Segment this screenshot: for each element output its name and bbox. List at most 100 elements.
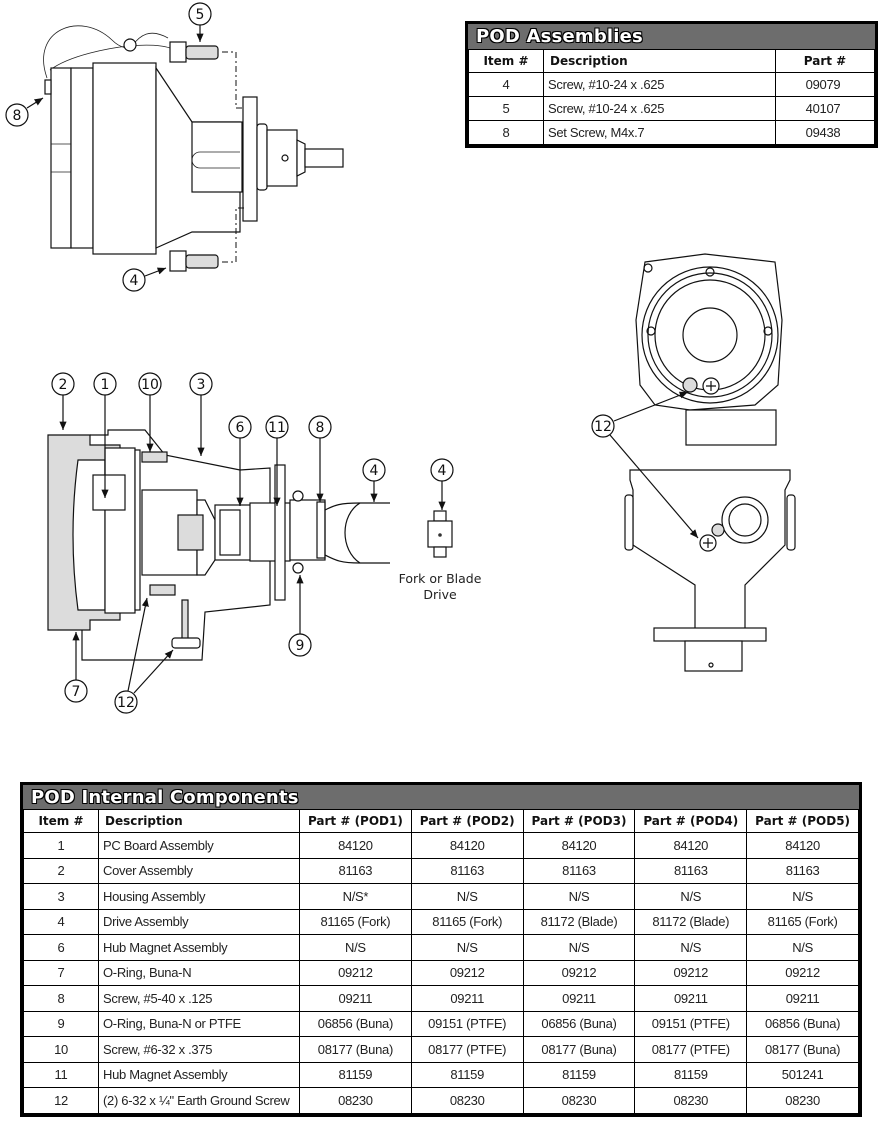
cell-pod4: 09211	[634, 985, 748, 1012]
callout-5: 5	[188, 2, 212, 26]
cell-item: 4	[468, 72, 544, 97]
cell-pod2: 81165 (Fork)	[410, 908, 524, 935]
cell-description: Screw, #5-40 x .125	[98, 985, 300, 1012]
screw-4	[169, 250, 219, 272]
cell-item: 1	[23, 832, 99, 859]
svg-text:8: 8	[13, 108, 22, 124]
callout-4-blade: 4	[430, 458, 454, 482]
cell-pod5: 501241	[746, 1061, 859, 1088]
cell-description: Housing Assembly	[98, 883, 300, 910]
cell-pod4: 09151 (PTFE)	[634, 1010, 748, 1037]
svg-text:2: 2	[59, 377, 68, 393]
cell-pod4: 81159	[634, 1061, 748, 1088]
callout-4-fork: 4	[362, 458, 386, 482]
header-pod4: Part # (POD4)	[634, 809, 748, 833]
svg-text:8: 8	[316, 420, 325, 436]
exterior-side-view-drawing: 5 8 4	[5, 2, 344, 292]
cell-item: 12	[23, 1087, 99, 1114]
cell-pod4: 81163	[634, 857, 748, 884]
cell-pod3: N/S	[522, 883, 636, 910]
callout-8: 8	[5, 103, 29, 127]
cell-description: Screw, #10-24 x .625	[543, 72, 776, 97]
cell-pod2: 09211	[410, 985, 524, 1012]
cell-pod2: 81163	[410, 857, 524, 884]
table-title: POD Assemblies	[468, 24, 875, 49]
cell-pod1: 08177 (Buna)	[299, 1036, 412, 1063]
cell-pod2: 08230	[410, 1087, 524, 1114]
cell-description: Hub Magnet Assembly	[98, 1061, 300, 1088]
cell-part: 09079	[775, 72, 875, 97]
cell-pod5: 81163	[746, 857, 859, 884]
cell-pod1: 09212	[299, 959, 412, 986]
cell-item: 3	[23, 883, 99, 910]
cell-pod1: 08230	[299, 1087, 412, 1114]
cell-pod3: 09212	[522, 959, 636, 986]
cell-description: (2) 6-32 x ¼" Earth Ground Screw	[98, 1087, 300, 1114]
drive-caption-line1: Fork or Blade	[399, 571, 482, 586]
cell-pod2: 81159	[410, 1061, 524, 1088]
cell-pod2: 08177 (PTFE)	[410, 1036, 524, 1063]
cell-item: 4	[23, 908, 99, 935]
table-title: POD Internal Components	[23, 785, 859, 809]
header-pod3: Part # (POD3)	[522, 809, 636, 833]
svg-text:7: 7	[72, 684, 81, 700]
cell-pod2: N/S	[410, 934, 524, 961]
table-header-row: Item # Description Part # (POD1) Part # …	[23, 809, 859, 833]
cell-pod5: 09212	[746, 959, 859, 986]
callout-9: 9	[288, 633, 312, 657]
cell-description: Screw, #10-24 x .625	[543, 96, 776, 121]
cell-pod1: 81159	[299, 1061, 412, 1088]
table-row: 8 Set Screw, M4x.7 09438	[468, 120, 875, 145]
cell-pod3: 08230	[522, 1087, 636, 1114]
screw-5	[169, 41, 219, 63]
callout-12: 12	[114, 690, 138, 714]
table-row: 4 Screw, #10-24 x .625 09079	[468, 72, 875, 97]
cell-pod4: 09212	[634, 959, 748, 986]
cell-pod1: 81163	[299, 857, 412, 884]
cell-pod2: 09151 (PTFE)	[410, 1010, 524, 1037]
cell-pod3: 06856 (Buna)	[522, 1010, 636, 1037]
cell-pod5: 08230	[746, 1087, 859, 1114]
cell-pod4: 08230	[634, 1087, 748, 1114]
pod-assemblies-table: POD Assemblies Item # Description Part #…	[465, 21, 878, 148]
cell-pod1: 84120	[299, 832, 412, 859]
drive-caption-line2: Drive	[423, 587, 457, 602]
cutaway-view-drawing: Fork or Blade Drive 2 1 10 3 6 11 8 4 4 …	[47, 372, 482, 714]
cell-description: Drive Assembly	[98, 908, 300, 935]
callout-10: 10	[138, 372, 162, 396]
cell-pod3: 84120	[522, 832, 636, 859]
cell-pod5: 84120	[746, 832, 859, 859]
header-description: Description	[543, 49, 776, 73]
callout-12: 12	[591, 414, 615, 438]
header-item: Item #	[23, 809, 99, 833]
callout-6: 6	[228, 415, 252, 439]
cell-part: 40107	[775, 96, 875, 121]
header-description: Description	[98, 809, 300, 833]
svg-text:4: 4	[438, 463, 447, 479]
cell-description: Hub Magnet Assembly	[98, 934, 300, 961]
header-pod1: Part # (POD1)	[299, 809, 412, 833]
callout-4: 4	[122, 268, 146, 292]
cell-pod1: N/S	[299, 934, 412, 961]
header-part: Part #	[775, 49, 875, 73]
cell-pod4: N/S	[634, 934, 748, 961]
end-view-drawing: 12	[591, 253, 796, 672]
svg-text:12: 12	[594, 419, 612, 435]
cell-pod5: N/S	[746, 934, 859, 961]
cell-pod5: 08177 (Buna)	[746, 1036, 859, 1063]
svg-text:11: 11	[268, 420, 286, 436]
svg-text:3: 3	[197, 377, 206, 393]
cell-pod2: N/S	[410, 883, 524, 910]
cell-item: 9	[23, 1010, 99, 1037]
cell-item: 5	[468, 96, 544, 121]
header-pod5: Part # (POD5)	[746, 809, 859, 833]
cell-description: O-Ring, Buna-N	[98, 959, 300, 986]
cell-pod2: 84120	[410, 832, 524, 859]
